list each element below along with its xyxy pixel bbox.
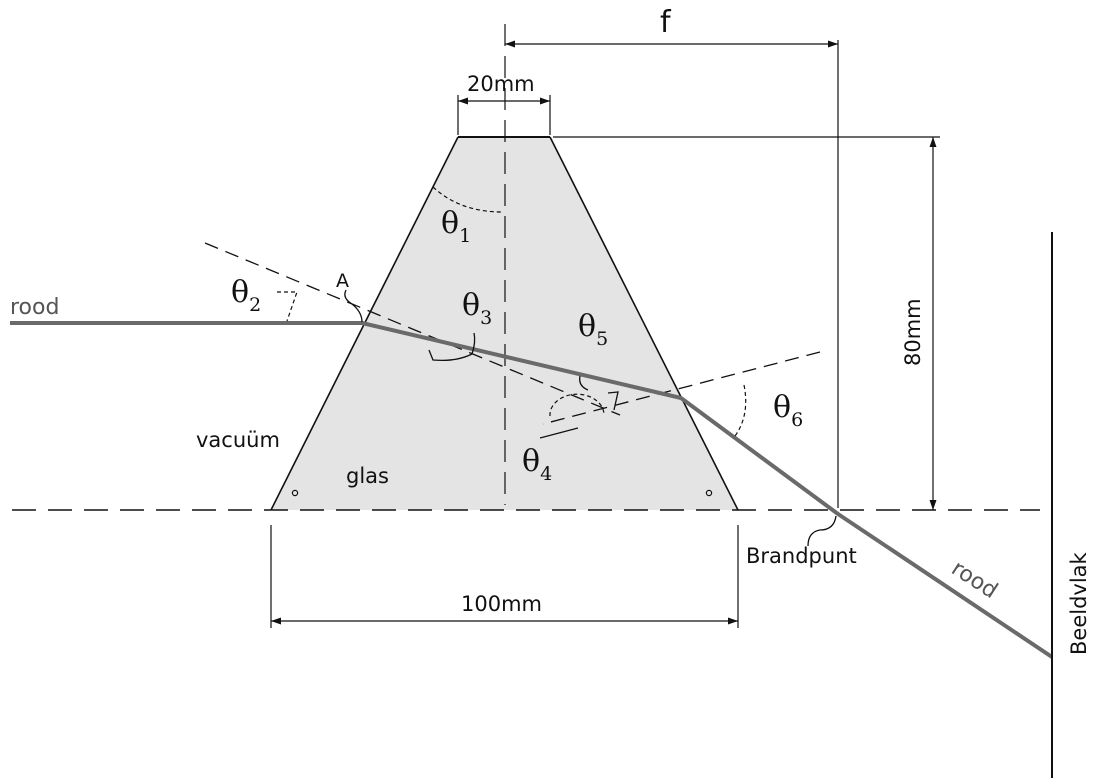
height-label: 80mm [901, 298, 925, 366]
arc-theta1 [432, 186, 503, 213]
theta2-subscript: 2 [249, 294, 261, 316]
ray-in-label: rood [10, 295, 59, 320]
image-plane-label: Beeldvlak [1067, 551, 1091, 655]
theta6-label: θ6 [773, 390, 803, 431]
medium-outside-label: vacuüm [196, 428, 280, 452]
glass-right-edge [549, 136, 739, 511]
focal-point-leader [807, 515, 837, 547]
point-a-label: A [336, 270, 349, 292]
theta4-label: θ4 [522, 444, 552, 485]
theta6-subscript: 6 [791, 409, 803, 431]
corner-marker-left [291, 489, 299, 497]
theta3-symbol: θ [462, 288, 480, 323]
theta3-subscript: 3 [480, 307, 492, 329]
normal-line-right [542, 351, 821, 425]
theta1-label: θ1 [441, 206, 471, 247]
corner-marker-right [705, 489, 713, 497]
medium-inside-label: glas [346, 464, 389, 488]
base-width-label: 100mm [461, 592, 542, 616]
focal-point-label: Brandpunt [746, 544, 857, 568]
top-width-label: 20mm [467, 72, 535, 96]
arc-theta4 [549, 393, 605, 417]
theta2-label: θ2 [231, 275, 261, 316]
normal-line-left [204, 242, 621, 416]
theta1-subscript: 1 [459, 225, 471, 247]
arc-theta2 [277, 291, 298, 322]
theta5-symbol: θ [578, 309, 596, 344]
theta2-symbol: θ [231, 275, 249, 310]
theta4-symbol: θ [522, 444, 540, 479]
arc-theta4-leader [539, 427, 579, 439]
ray-out-label: rood [947, 556, 1002, 604]
ray-path [10, 321, 1054, 659]
theta1-symbol: θ [441, 206, 459, 241]
arc-theta3 [428, 332, 476, 362]
theta6-symbol: θ [773, 390, 791, 425]
arc-theta6 [734, 384, 747, 437]
point-a-leader [344, 289, 363, 323]
theta3-label: θ3 [462, 288, 492, 329]
arc-theta5 [579, 375, 619, 411]
theta5-label: θ5 [578, 309, 608, 350]
theta5-subscript: 5 [596, 328, 608, 350]
theta4-subscript: 4 [540, 463, 552, 485]
f-label: f [660, 5, 672, 40]
